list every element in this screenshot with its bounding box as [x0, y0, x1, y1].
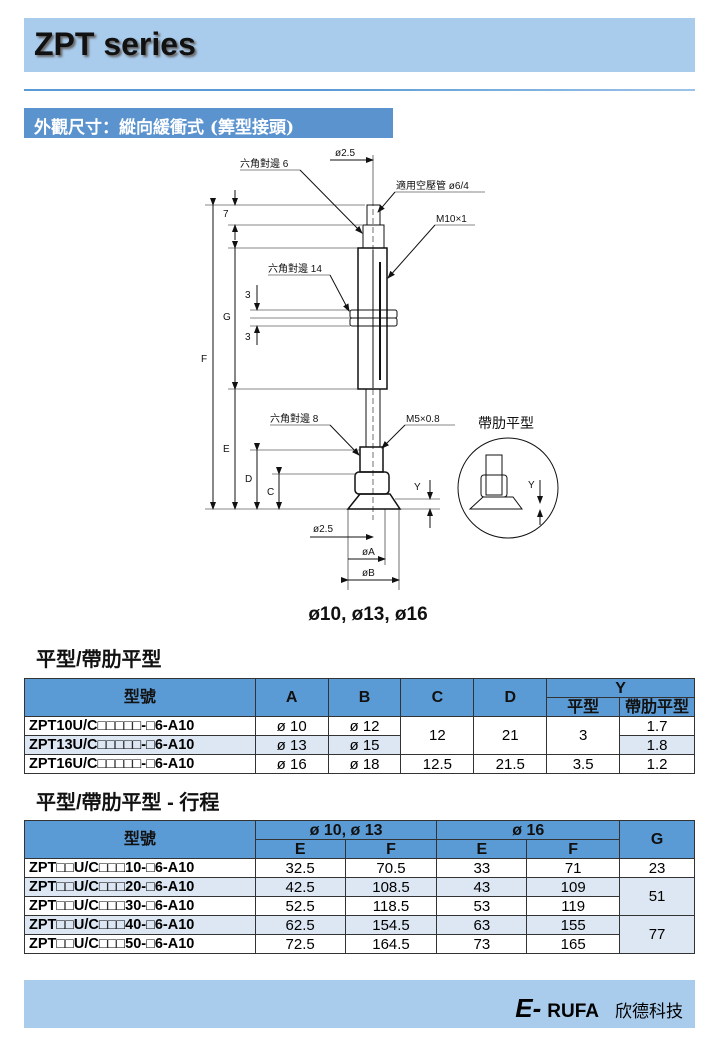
header-F2: F [526, 839, 621, 859]
label-hex14: 六角對邊 14 [268, 262, 322, 275]
label-F: F [201, 354, 207, 365]
label-phiA: øA [362, 547, 375, 558]
hex6-body [362, 224, 385, 249]
header-banner: ZPT series [24, 18, 695, 72]
page-title: ZPT series [34, 26, 196, 62]
label-phi25-bottom: ø2.5 [313, 524, 333, 535]
stroke-table: 型號 ø 10, ø 13 ø 16 G E F E F ZPT□□U/C□□□… [24, 820, 695, 954]
label-hex8: 六角對邊 8 [270, 412, 319, 425]
detail-circle [457, 437, 559, 539]
header-C: C [400, 678, 475, 717]
company-name: 欣德科技 [615, 1002, 683, 1021]
header-Y: Y [546, 678, 695, 698]
dimensions-table: 型號 A B C D Y 平型 帶肋平型 ZPT10U/C□□□□□-□6-A1… [24, 678, 695, 774]
header-A: A [254, 678, 329, 717]
header-group-16: ø 16 [436, 820, 621, 840]
label-m10: M10×1 [436, 214, 467, 225]
header-group-10-13: ø 10, ø 13 [254, 820, 438, 840]
logo-rufa: RUFA [547, 1001, 599, 1022]
label-phi25-top: ø2.5 [335, 148, 355, 159]
tube-fitting [366, 204, 381, 226]
table-row: ZPT10U/C□□□□□-□6-A10 ø 10 ø 12 12 21 3 1… [24, 716, 695, 755]
label-3b: 3 [245, 332, 251, 343]
header-D: D [473, 678, 548, 717]
table-row: ZPT13U/C□□□□□-□6-A10 ø 13 ø 15 1.8 [24, 735, 695, 755]
section-title: 外觀尺寸：縱向緩衝式 (筭型接頭) [24, 108, 393, 138]
label-hex6: 六角對邊 6 [240, 157, 289, 170]
footer-banner: E- RUFA 欣德科技 [24, 980, 695, 1028]
label-3a: 3 [245, 290, 251, 301]
label-Y2: Y [528, 480, 535, 491]
header-Y-ribbed: 帶肋平型 [619, 697, 695, 717]
label-tube: 適用空壓管 ø6/4 [396, 179, 469, 192]
label-E: E [223, 444, 230, 455]
dimension-drawing: ø2.5 六角對邊 6 適用空壓管 ø6/4 M10×1 六角對邊 14 六角對… [201, 148, 559, 625]
header-Y-flat: 平型 [546, 697, 621, 717]
table1-title: 平型/帶肋平型 [36, 649, 162, 671]
label-Y: Y [414, 482, 421, 493]
label-G: G [223, 312, 231, 323]
vacuum-pad [354, 471, 390, 495]
label-D: D [245, 474, 252, 485]
table2-title: 平型/帶肋平型 - 行程 [36, 792, 220, 814]
header-E2: E [436, 839, 528, 859]
header-model: 型號 [24, 820, 256, 859]
table-row: ZPT16U/C□□□□□-□6-A10 ø 16 ø 18 12.5 21.5… [24, 754, 695, 774]
label-m5: M5×0.8 [406, 414, 440, 425]
header-B: B [327, 678, 402, 717]
divider [24, 89, 695, 91]
label-C: C [267, 487, 274, 498]
label-phiB: øB [362, 568, 375, 579]
header-E1: E [254, 839, 346, 859]
logo-e: E- [515, 993, 542, 1023]
header-F1: F [344, 839, 438, 859]
drawing-caption: ø10, ø13, ø16 [308, 604, 427, 625]
company-logo: E- RUFA 欣德科技 [515, 993, 683, 1024]
label-7: 7 [223, 209, 229, 220]
header-G: G [619, 820, 695, 859]
header-model: 型號 [24, 678, 256, 717]
label-ribbed: 帶肋平型 [478, 415, 534, 431]
